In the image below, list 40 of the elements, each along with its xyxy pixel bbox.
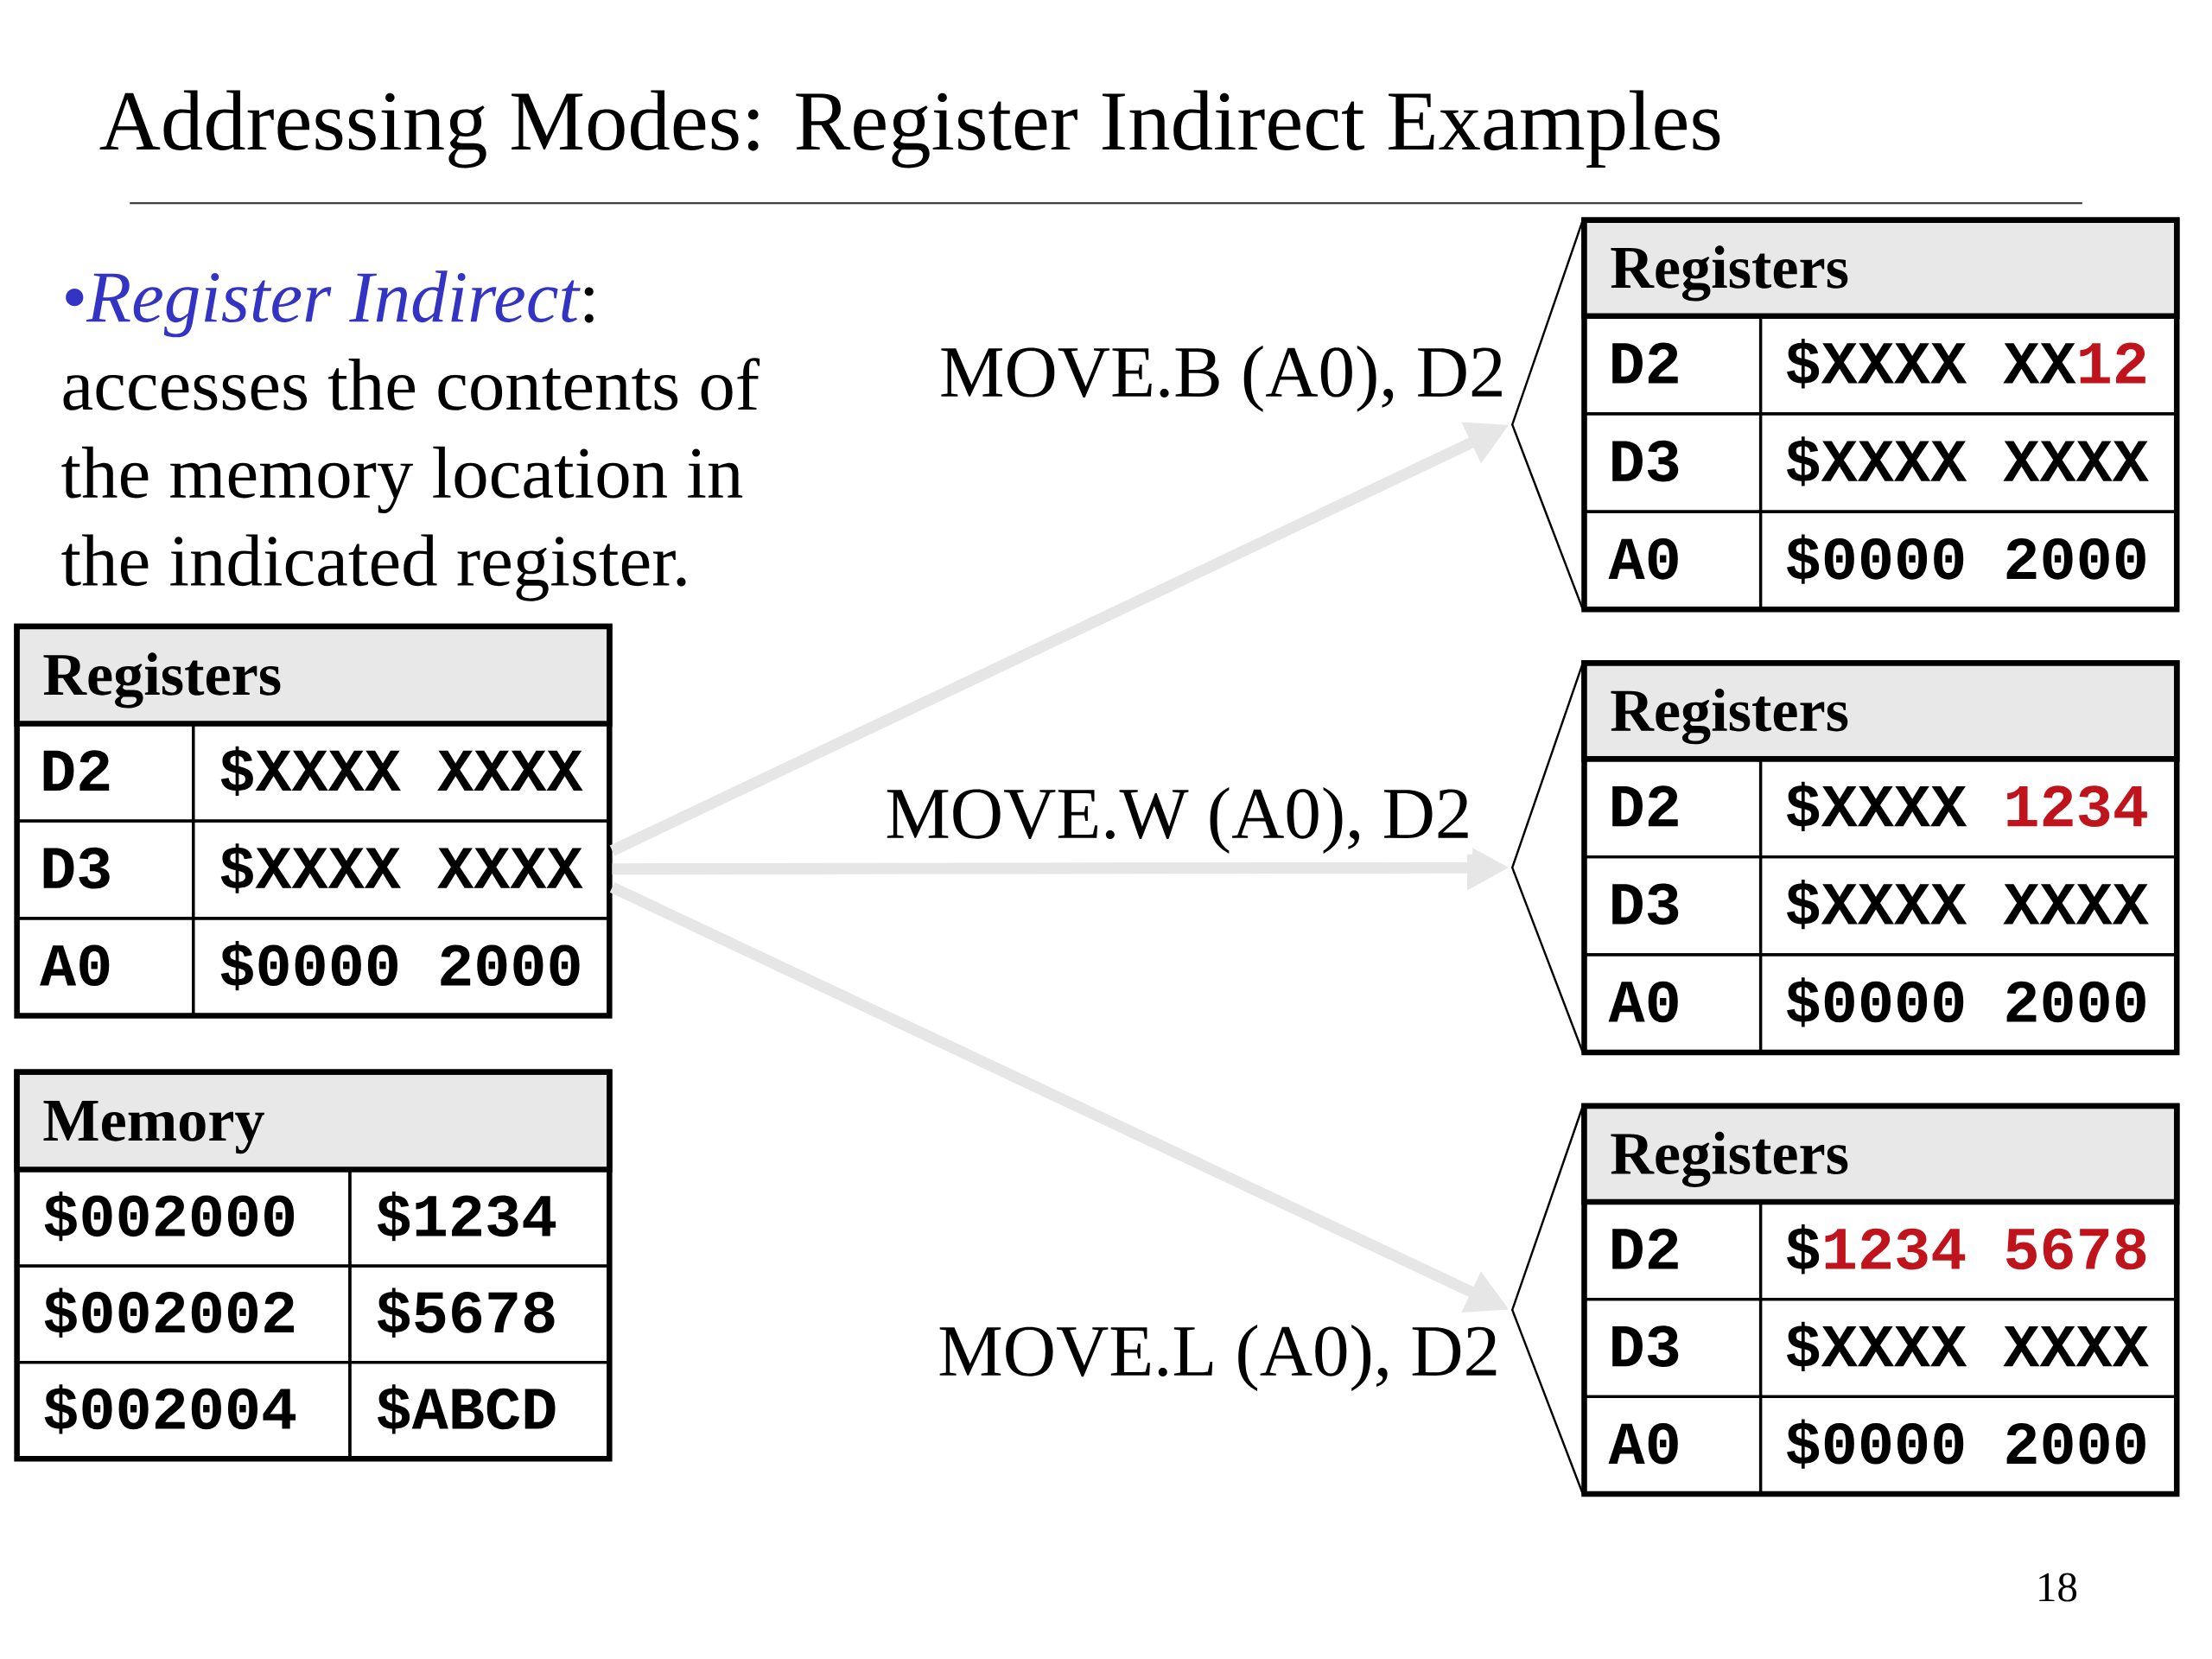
table-cell: $XXXX XXXX — [1758, 855, 2178, 957]
table-cell: $002004 — [15, 1361, 352, 1460]
edge-label: MOVE.W (A0), D2 — [884, 786, 1473, 855]
table-cell: A0 — [15, 917, 195, 1018]
table-cell: $0000 2000 — [1758, 1395, 2178, 1496]
table-cell: $5678 — [348, 1264, 611, 1364]
edge-label: MOVE.B (A0), D2 — [938, 345, 1507, 413]
table-cell: D2 — [1582, 1200, 1763, 1301]
table-cell: $ABCD — [348, 1361, 611, 1460]
table-cell: $XXXX 1234 — [1758, 757, 2178, 859]
page-number: 18 — [2039, 1573, 2077, 1602]
table-header: Registers — [1581, 660, 2180, 762]
table-cell: $0000 2000 — [1758, 953, 2178, 1054]
table-cell: $0000 2000 — [192, 917, 611, 1018]
table-cell: $XXXX XX12 — [1758, 315, 2178, 416]
table-cell: $0000 2000 — [1758, 510, 2178, 611]
table-header: Registers — [14, 623, 613, 727]
table-header: Memory — [14, 1069, 613, 1173]
table-cell: D3 — [1582, 412, 1763, 513]
table-cell: D3 — [1582, 1298, 1763, 1398]
table-cell: D3 — [15, 819, 195, 920]
table-cell: $1234 — [348, 1167, 611, 1268]
edge-label: MOVE.L (A0), D2 — [937, 1324, 1501, 1392]
table-cell: A0 — [1582, 510, 1763, 611]
table-header: Registers — [1581, 1103, 2180, 1205]
table-cell: A0 — [1582, 953, 1763, 1054]
table-cell: A0 — [1582, 1395, 1763, 1496]
table-header: Registers — [1581, 217, 2180, 319]
table-cell: $XXXX XXXX — [192, 721, 611, 823]
table-cell: $002000 — [15, 1167, 352, 1268]
table-cell: D3 — [1582, 855, 1763, 957]
table-cell: D2 — [1582, 757, 1763, 859]
table-cell: D2 — [15, 721, 195, 823]
table-cell: $XXXX XXXX — [192, 819, 611, 920]
table-cell: $XXXX XXXX — [1758, 412, 2178, 513]
title: Addressing Modes: Register Indirect Examples — [99, 90, 1720, 168]
table-cell: $002002 — [15, 1264, 352, 1364]
table-cell: D2 — [1582, 315, 1763, 416]
table-cell: $XXXX XXXX — [1758, 1298, 2178, 1398]
table-cell: $1234 5678 — [1758, 1200, 2178, 1301]
